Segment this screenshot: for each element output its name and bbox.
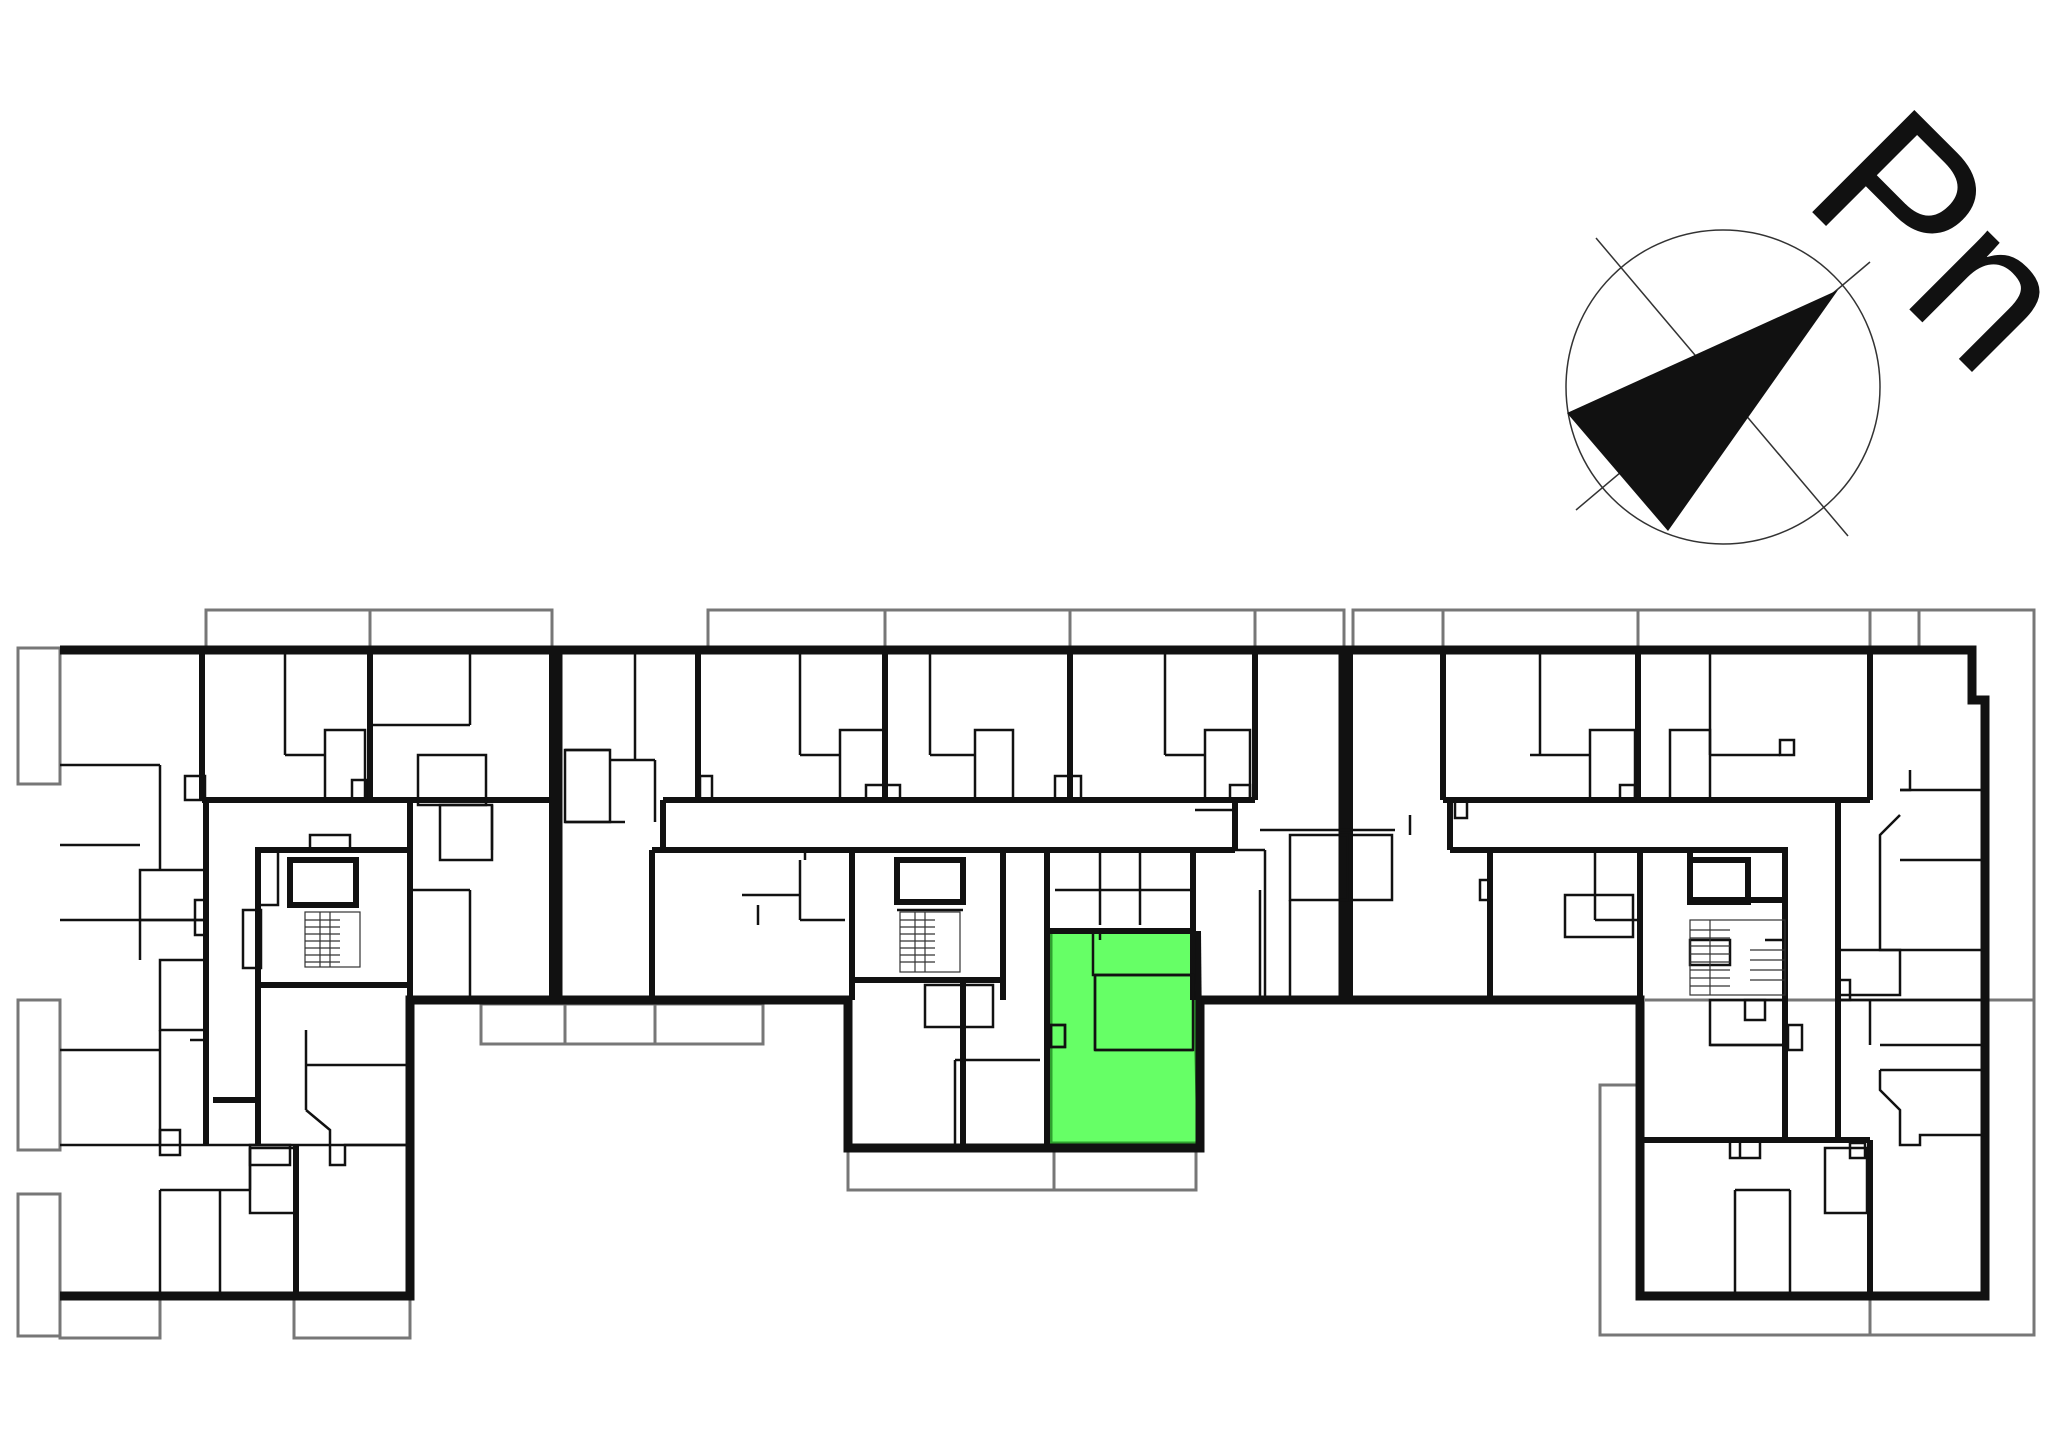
stairs-middle xyxy=(899,911,961,973)
balcony-mid-1 xyxy=(479,1002,765,1046)
compass: Pn xyxy=(1565,66,2048,545)
outer-walls xyxy=(60,645,1990,1301)
balcony-left-2 xyxy=(16,998,62,1152)
room-partitions xyxy=(60,650,1985,1296)
balcony-top-3 xyxy=(1351,608,1921,652)
compass-label: Pn xyxy=(1768,66,2048,414)
balcony-left-3 xyxy=(16,1192,62,1338)
north-arrow-icon xyxy=(1567,290,1838,531)
balcony-bottom-1 xyxy=(58,1294,162,1340)
balcony-top-2 xyxy=(706,608,1346,652)
balcony-left-1 xyxy=(16,646,62,786)
balconies xyxy=(16,608,2036,1340)
balcony-top-1 xyxy=(204,608,554,652)
highlighted-apartment[interactable] xyxy=(1049,929,1200,1145)
stairs-left xyxy=(304,911,361,968)
highlighted-apartment-walls xyxy=(1044,925,1204,1153)
balcony-bottom-2 xyxy=(292,1294,412,1340)
interior-walls xyxy=(60,650,1985,1296)
balcony-mid-2 xyxy=(846,1146,1198,1192)
compass-circle xyxy=(1565,229,1881,545)
stairs-right xyxy=(1689,919,1786,996)
